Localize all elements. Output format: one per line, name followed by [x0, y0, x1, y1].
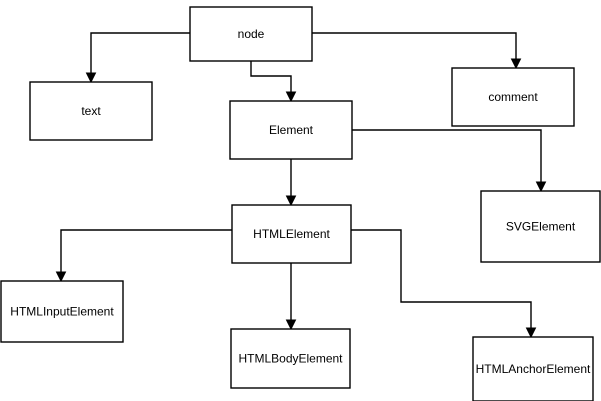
node-htmlinputelement[interactable]: HTMLInputElement [0, 280, 124, 343]
node-element[interactable]: Element [229, 100, 353, 160]
edges-layer [55, 32, 547, 339]
node-htmlbodyelement[interactable]: HTMLBodyElement [230, 328, 351, 389]
node-label: HTMLInputElement [10, 305, 114, 319]
arrow-head-icon [510, 58, 522, 70]
node-comment[interactable]: comment [451, 67, 575, 127]
node-htmlelement[interactable]: HTMLElement [231, 204, 352, 264]
arrow-head-icon [85, 72, 97, 84]
node-box[interactable] [189, 6, 313, 62]
edge-node-to-element [250, 61, 297, 103]
node-svgelement[interactable]: SVGElement [480, 190, 601, 263]
edge-node-to-text [85, 32, 190, 84]
edge-element-to-htmlelement [285, 159, 297, 207]
node-text[interactable]: text [29, 81, 153, 141]
edge-path [90, 32, 190, 78]
edge-htmlelement-to-htmlbodyelement [285, 263, 297, 331]
node-box[interactable] [29, 81, 153, 141]
edge-node-to-comment [312, 32, 522, 70]
node-label: text [81, 104, 101, 118]
node-label: node [238, 27, 265, 41]
edge-path [352, 129, 542, 187]
arrow-head-icon [285, 91, 297, 103]
node-label: comment [488, 90, 538, 104]
node-label: HTMLAnchorElement [476, 362, 591, 376]
edge-path [60, 229, 232, 277]
arrow-head-icon [535, 181, 547, 193]
edge-element-to-svgelement [352, 129, 547, 193]
node-box[interactable] [451, 67, 575, 127]
arrow-head-icon [285, 319, 297, 331]
arrow-head-icon [285, 195, 297, 207]
arrow-head-icon [55, 271, 67, 283]
node-box[interactable] [0, 280, 124, 343]
node-box[interactable] [230, 328, 351, 389]
node-box[interactable] [480, 190, 601, 263]
node-box[interactable] [472, 336, 594, 401]
edge-htmlelement-to-htmlinputelement [55, 229, 232, 283]
node-node[interactable]: node [189, 6, 313, 62]
node-box[interactable] [231, 204, 352, 264]
edge-path [250, 61, 292, 97]
node-label: HTMLElement [253, 227, 330, 241]
node-label: HTMLBodyElement [238, 352, 343, 366]
node-label: Element [269, 123, 314, 137]
arrow-head-icon [525, 327, 537, 339]
node-label: SVGElement [506, 220, 576, 234]
edge-path [312, 32, 517, 64]
node-htmlanchorelement[interactable]: HTMLAnchorElement [472, 336, 594, 401]
node-box[interactable] [229, 100, 353, 160]
edge-path [351, 229, 532, 333]
nodes-layer: node text commentElementSVGElementHTMLElem… [0, 6, 601, 401]
edge-htmlelement-to-htmlanchorelement [351, 229, 537, 339]
